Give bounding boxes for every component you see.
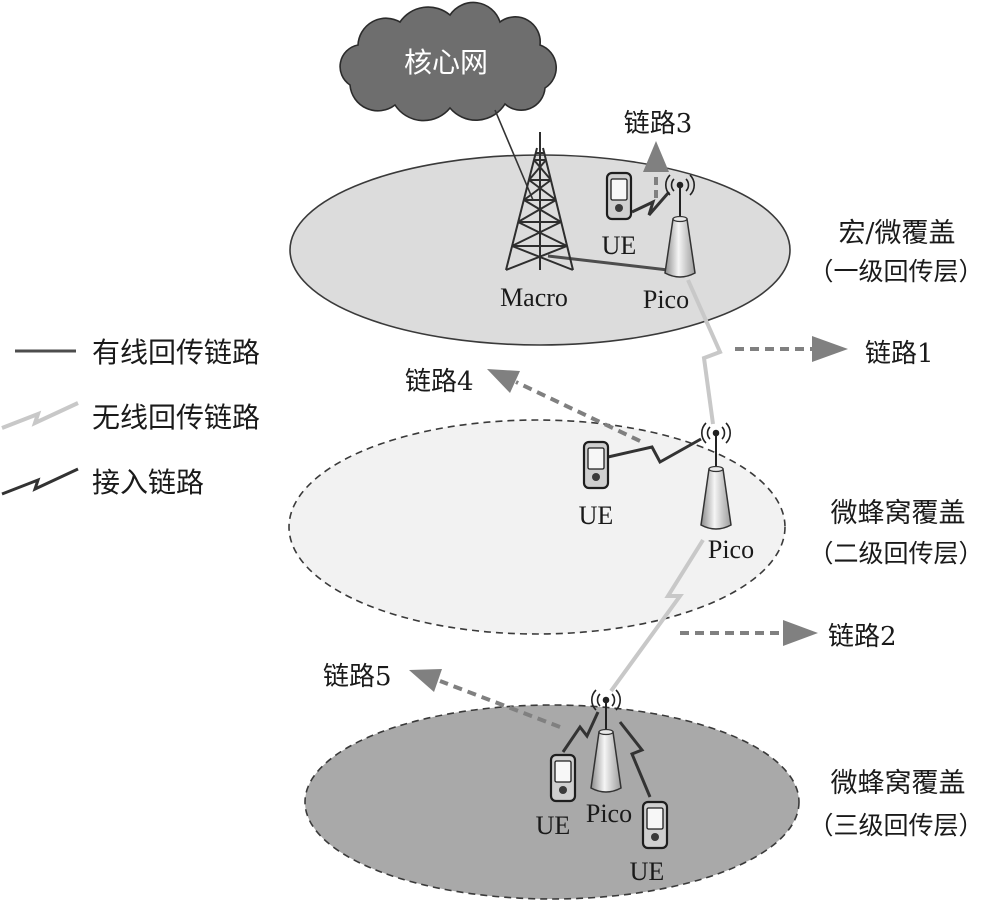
- access-link-layer1: [631, 191, 671, 216]
- macro-tower-icon: [505, 132, 574, 271]
- link2-arrow-head: [783, 620, 818, 646]
- layer2-pico-label: Pico: [708, 535, 754, 564]
- layer1-pico-label: Pico: [643, 285, 689, 314]
- core-network-cloud: 核心网: [339, 1, 557, 122]
- pico-body: [664, 218, 696, 278]
- macro-label: Macro: [500, 283, 568, 312]
- legend-item-wireless-backhaul: 无线回传链路: [1, 401, 260, 434]
- access-link-layer3-right: [618, 721, 652, 798]
- antenna-waves: [665, 174, 695, 196]
- legend: 有线回传链路 无线回传链路 接入链路: [1, 336, 260, 499]
- tower-lattice: [505, 147, 574, 271]
- pico-body: [700, 468, 732, 530]
- layer1-ue-phone-icon: [605, 171, 633, 221]
- link5-arrow-stem: [439, 679, 561, 729]
- link1-arrow: [735, 336, 848, 362]
- pico-top: [672, 215, 688, 223]
- legend-label-wireless: 无线回传链路: [92, 401, 260, 434]
- layer1-subtitle: （一级回传层）: [808, 257, 983, 286]
- layer1-pico-icon: [664, 174, 696, 278]
- cloud-icon: [339, 1, 557, 122]
- antenna-signal-icon: [665, 174, 695, 196]
- phone-button: [615, 204, 623, 212]
- pico-body: [590, 731, 622, 793]
- antenna-signal-icon: [701, 422, 731, 444]
- phone-button: [651, 833, 659, 841]
- pico-top: [708, 465, 724, 473]
- layer2-subtitle: （二级回传层）: [808, 539, 983, 568]
- layer2-ue-phone-icon: [582, 440, 610, 490]
- layer2-ue-label: UE: [579, 501, 614, 530]
- antenna-dot: [602, 696, 610, 704]
- antenna-signal-icon: [591, 689, 621, 711]
- layer2-title: 微蜂窝覆盖: [831, 498, 966, 529]
- layer1-title: 宏/微覆盖: [838, 218, 955, 249]
- wireless-backhaul-zigzag-icon: [1, 401, 79, 430]
- legend-label-access: 接入链路: [92, 466, 204, 499]
- link5-arrow: [409, 669, 561, 729]
- phone-screen: [554, 760, 572, 783]
- link2-arrow: [680, 620, 818, 646]
- phone-screen: [646, 807, 664, 830]
- pico-top: [598, 728, 614, 736]
- link3-label: 链路3: [624, 109, 693, 139]
- antenna-dot: [676, 181, 684, 189]
- legend-item-wired-backhaul: 有线回传链路: [15, 336, 260, 369]
- link5-label: 链路5: [323, 662, 392, 692]
- link3-arrow: [643, 141, 669, 198]
- antenna-waves: [591, 689, 621, 711]
- layer3-ue-left-phone-icon: [549, 753, 577, 803]
- link1-label: 链路1: [865, 339, 934, 369]
- link4-arrow-head: [487, 369, 520, 393]
- antenna-waves: [701, 422, 731, 444]
- layer3-subtitle: （三级回传层）: [808, 811, 983, 840]
- access-link-layer3-left: [561, 711, 600, 753]
- phone-screen: [610, 178, 628, 201]
- layer3-pico-label: Pico: [586, 799, 632, 828]
- link2-label: 链路2: [828, 622, 897, 652]
- access-link-zigzag-icon: [1, 467, 79, 496]
- layer3-ue-right-label: UE: [630, 857, 665, 886]
- antenna-dot: [712, 429, 720, 437]
- layer2-coverage-area: [288, 419, 786, 635]
- core-network-label: 核心网: [404, 46, 488, 79]
- layer1-ue-label: UE: [602, 231, 637, 260]
- link5-arrow-head: [409, 669, 442, 692]
- wireless-backhaul-layer1-to-layer2: [686, 279, 723, 425]
- link3-arrow-head: [643, 141, 669, 172]
- layer3-ue-left-label: UE: [536, 811, 571, 840]
- phone-button: [592, 473, 600, 481]
- layer2-pico-icon: [700, 422, 732, 530]
- link4-label: 链路4: [405, 367, 474, 397]
- layer3-ue-right-phone-icon: [641, 800, 669, 850]
- legend-label-wired: 有线回传链路: [92, 336, 260, 369]
- legend-item-access-link: 接入链路: [1, 466, 204, 499]
- link1-arrow-head: [812, 336, 848, 362]
- link4-arrow: [487, 369, 641, 443]
- wired-backhaul-macro-to-pico: [547, 254, 669, 272]
- wireless-backhaul-layer2-to-layer3: [609, 538, 705, 693]
- phone-screen: [587, 447, 605, 470]
- layer3-title: 微蜂窝覆盖: [831, 768, 966, 799]
- link4-arrow-stem: [515, 380, 641, 443]
- layer3-coverage-area: [304, 704, 800, 900]
- access-link-layer2: [607, 437, 702, 465]
- phone-button: [559, 786, 567, 794]
- layer3-pico-icon: [590, 689, 622, 793]
